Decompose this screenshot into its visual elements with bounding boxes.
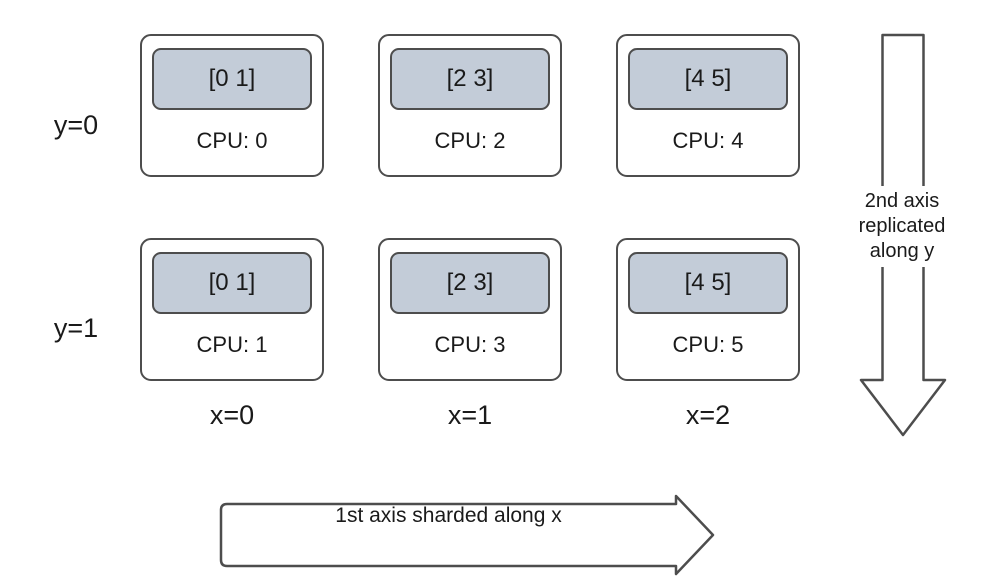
shard-label: [2 3] — [446, 65, 494, 92]
cpu-label: CPU: 3 — [434, 332, 506, 357]
shard-label: [0 1] — [208, 269, 256, 296]
shard-box: [2 3] — [390, 48, 550, 110]
shard-box: [0 1] — [152, 252, 312, 314]
shard-label: [4 5] — [684, 65, 732, 92]
device-cell: [0 1] CPU: 0 — [140, 34, 324, 177]
col-label-x2: x=2 — [685, 400, 731, 430]
col-label-x1: x=1 — [447, 400, 493, 430]
device-cell: [2 3] CPU: 2 — [378, 34, 562, 177]
row-label-y0: y=0 — [53, 110, 99, 140]
shard-label: [0 1] — [208, 65, 256, 92]
vertical-arrow-caption: 2nd axis replicated along y — [838, 186, 966, 267]
cpu-label: CPU: 1 — [196, 332, 268, 357]
cpu-label: CPU: 2 — [434, 128, 506, 153]
cpu-label: CPU: 5 — [672, 332, 744, 357]
caption-line: along y — [869, 240, 935, 262]
shard-label: [2 3] — [446, 269, 494, 296]
col-label-x0: x=0 — [209, 400, 255, 430]
shard-label: [4 5] — [684, 269, 732, 296]
cpu-label: CPU: 4 — [672, 128, 744, 153]
device-cell: [4 5] CPU: 5 — [616, 238, 800, 381]
shard-box: [4 5] — [628, 252, 788, 314]
shard-box: [0 1] — [152, 48, 312, 110]
device-cell: [2 3] CPU: 3 — [378, 238, 562, 381]
caption-line: replicated — [858, 215, 946, 237]
arrow-right-icon — [219, 494, 715, 576]
shard-box: [4 5] — [628, 48, 788, 110]
shard-box: [2 3] — [390, 252, 550, 314]
device-cell: [4 5] CPU: 4 — [616, 34, 800, 177]
device-cell: [0 1] CPU: 1 — [140, 238, 324, 381]
cpu-label: CPU: 0 — [196, 128, 268, 153]
caption-line: 2nd axis — [864, 190, 940, 212]
horizontal-arrow-caption: 1st axis sharded along x — [335, 504, 562, 527]
row-label-y1: y=1 — [53, 313, 99, 343]
